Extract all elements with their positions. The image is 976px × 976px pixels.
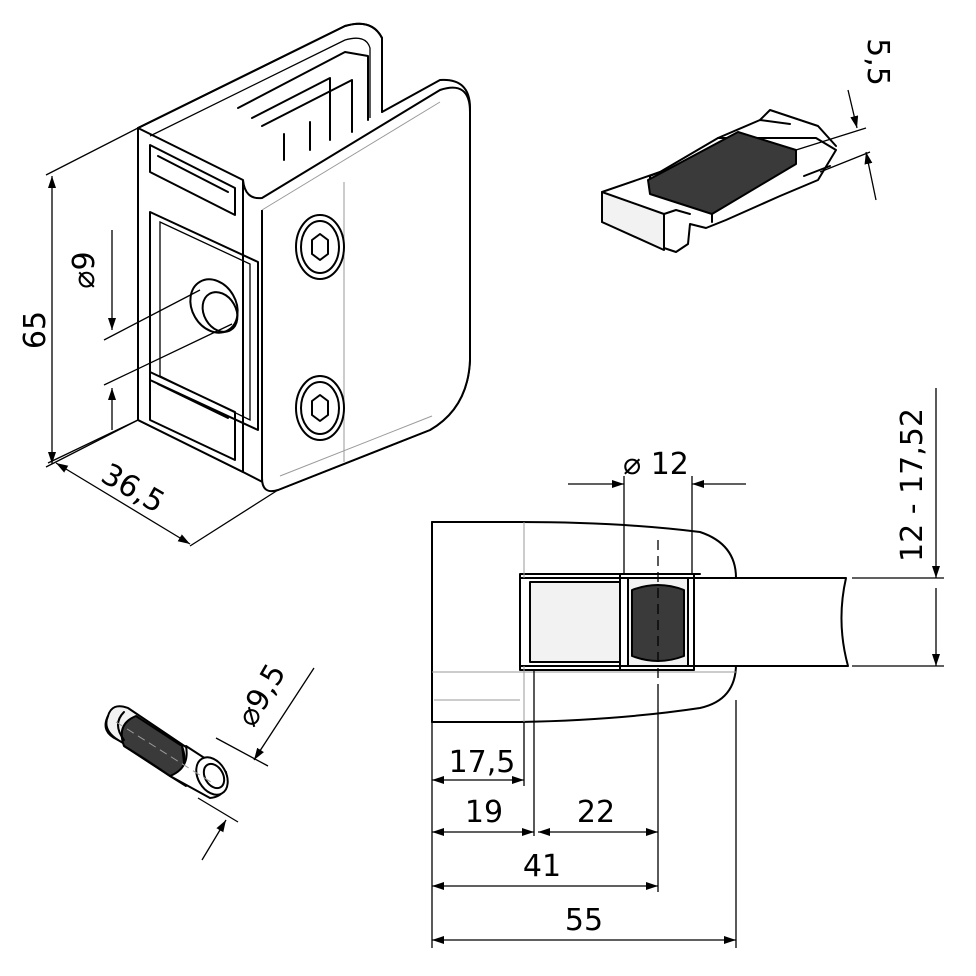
label-22: 22: [577, 795, 615, 830]
dimension-bolt-phi-12: ⌀ 12: [568, 447, 746, 574]
label-5-5: 5,5: [860, 38, 895, 86]
label-55: 55: [565, 903, 603, 938]
label-41: 41: [523, 849, 561, 884]
dimension-19: 19: [432, 670, 535, 836]
clamp-isometric-view: [137, 22, 471, 493]
label-phi-9: ⌀9: [67, 251, 102, 288]
dimension-55: 55: [432, 700, 737, 948]
dimension-hole-phi-9: ⌀9: [67, 230, 233, 430]
dimension-glass-thickness: 12 - 17,52: [852, 388, 944, 667]
hex-bolt-lower-icon: [295, 375, 345, 441]
dimension-height-65: 65: [18, 127, 139, 468]
label-12-17-52: 12 - 17,52: [895, 408, 930, 562]
label-phi-12: ⌀ 12: [623, 447, 689, 482]
clamp-section-view: [431, 521, 849, 723]
dimension-41: 41: [432, 849, 658, 890]
insert-rubber-pad: [647, 131, 797, 215]
hex-bolt-upper-icon: [295, 214, 345, 280]
insert-isometric-view: [601, 109, 837, 253]
label-17-5: 17,5: [449, 745, 516, 780]
label-phi-9-5: ⌀9,5: [230, 658, 293, 732]
dimension-22: 22: [538, 690, 659, 892]
dimension-17-5: 17,5: [431, 722, 525, 948]
dimension-insert-5-5: 5,5: [795, 38, 895, 201]
label-36-5: 36,5: [95, 457, 170, 521]
pin-isometric-view: [104, 705, 229, 799]
label-65: 65: [18, 311, 53, 349]
label-19: 19: [465, 795, 503, 830]
